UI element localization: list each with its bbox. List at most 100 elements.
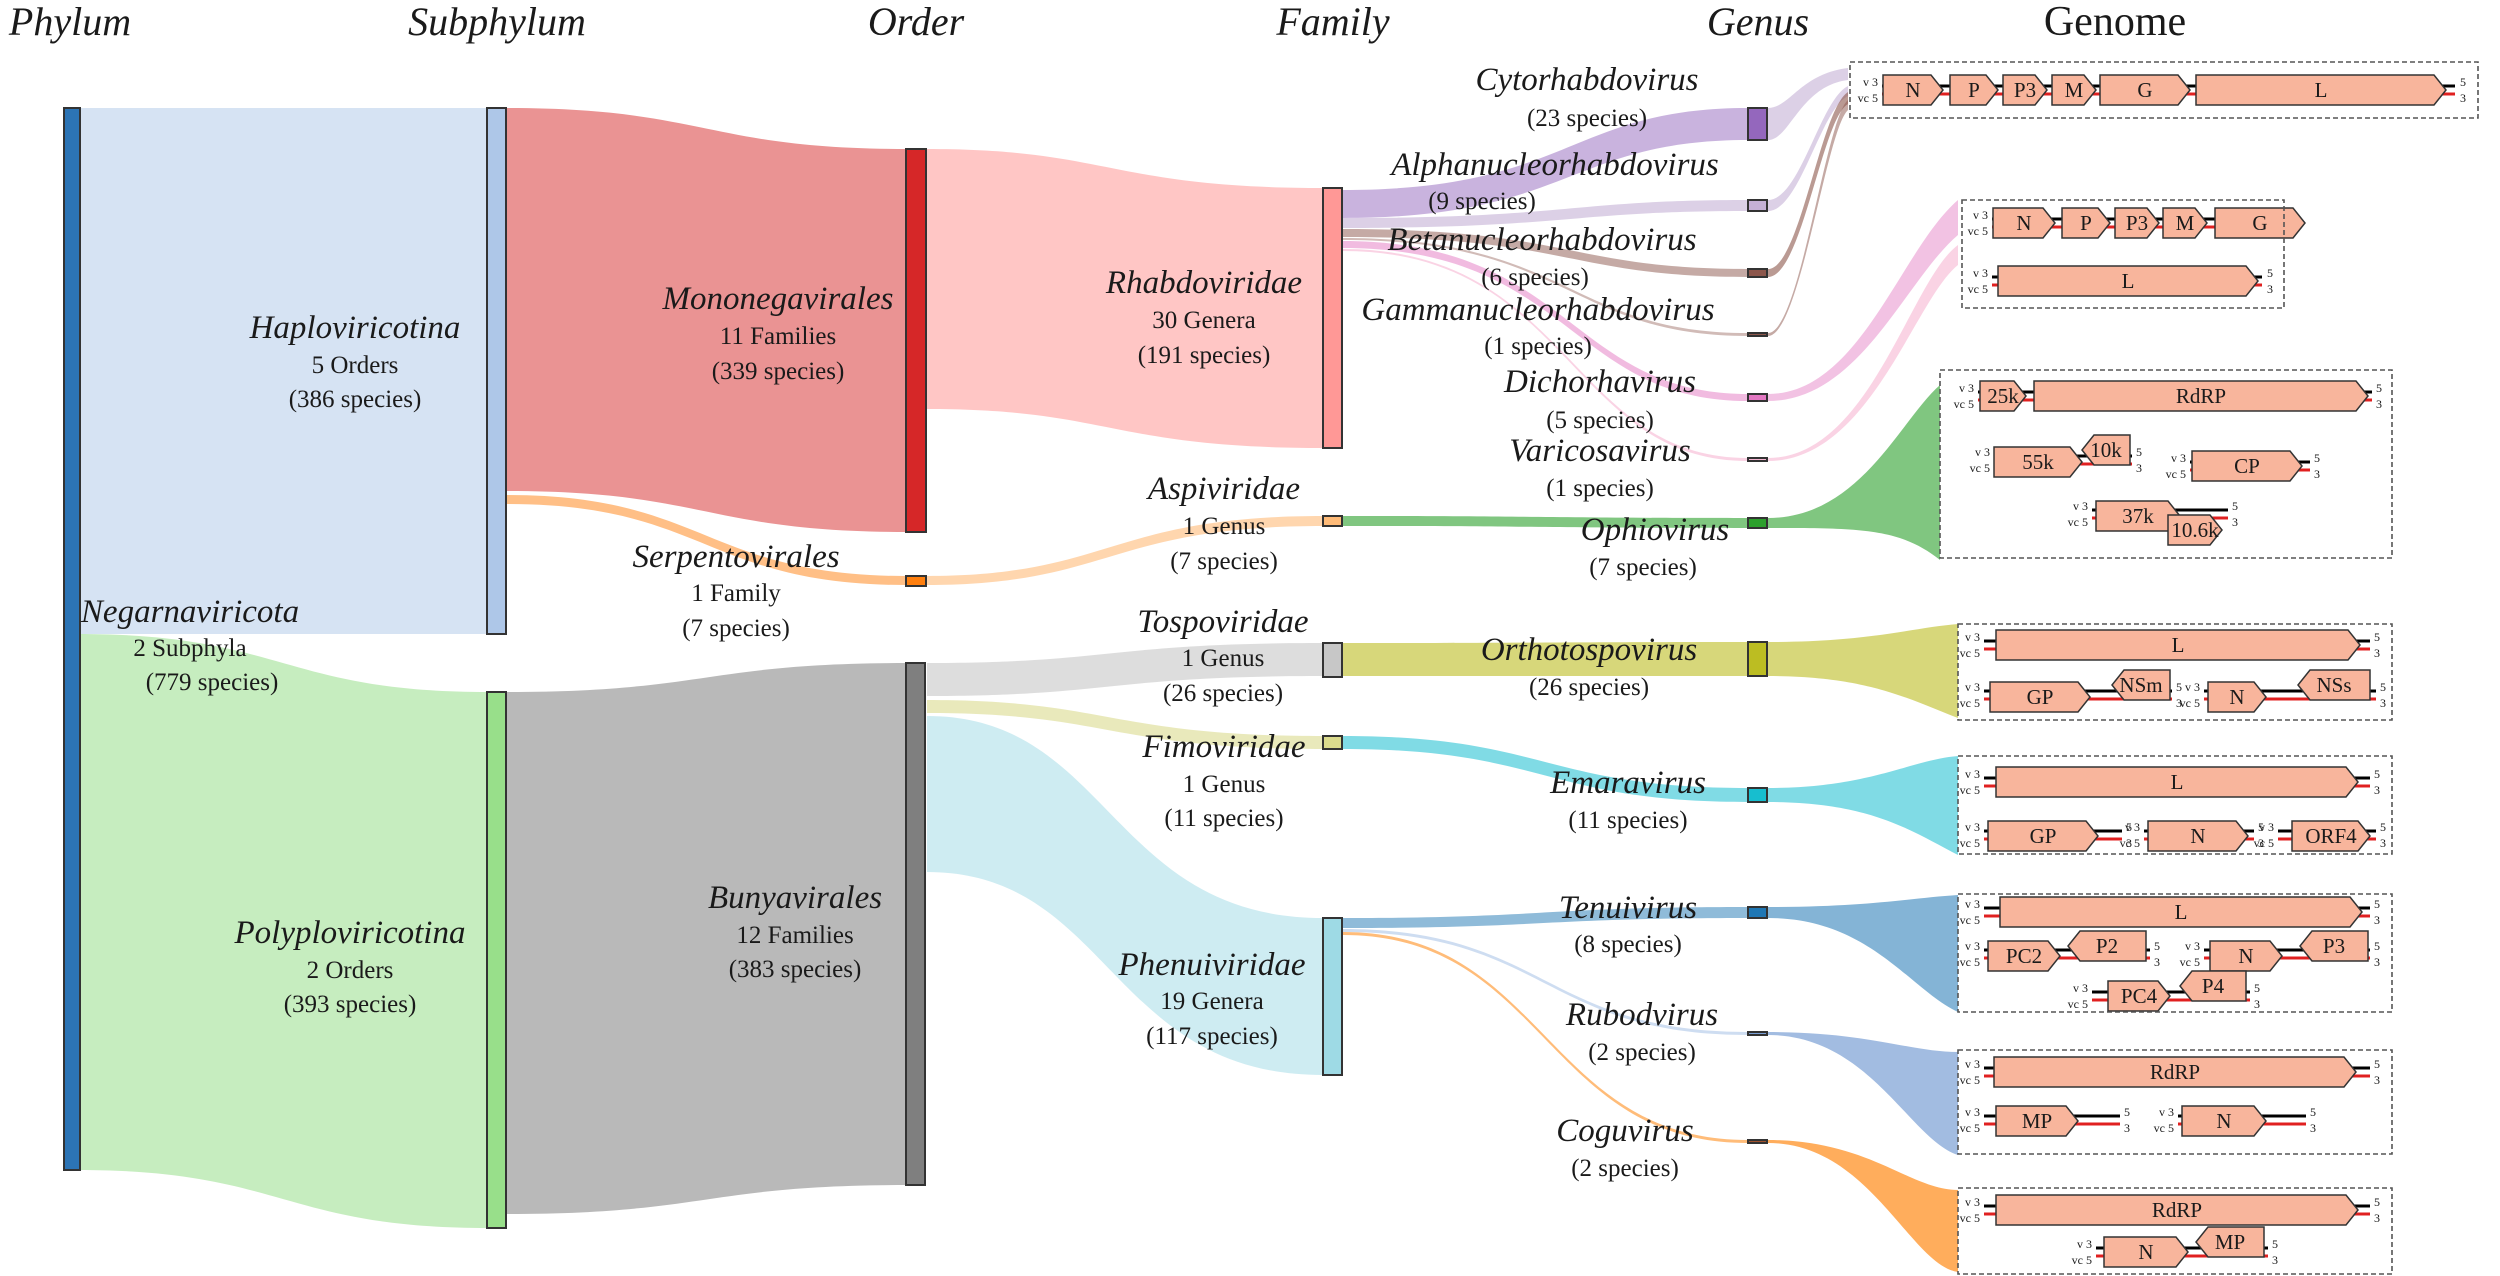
node-labels: Negarnaviricota 2 Subphyla (779 species)…: [80, 62, 1729, 1182]
bar-bunyavirales: [905, 662, 926, 1186]
bar-dichorhavirus: [1747, 393, 1768, 402]
orf-arrow: [2061, 207, 2111, 239]
label-tospoviridae: Tospoviridae 1 Genus (26 species): [1137, 604, 1308, 707]
link-tospo-orthotospovirus: [1343, 642, 1748, 676]
terminal-label: v 3: [2073, 499, 2088, 513]
orf-label: P: [1968, 78, 1980, 102]
bar-rhabdoviridae: [1322, 187, 1343, 449]
svg-text:Tospoviridae: Tospoviridae: [1137, 604, 1308, 640]
svg-text:(2 species): (2 species): [1571, 1155, 1679, 1182]
terminal-label: v 3: [1973, 266, 1988, 280]
orf-label: G: [2137, 78, 2152, 102]
orf-arrow: [2195, 1226, 2265, 1258]
terminal-label: 5: [2232, 499, 2238, 513]
svg-text:1 Genus: 1 Genus: [1182, 645, 1265, 672]
orf-label: 55k: [2022, 450, 2054, 474]
orf-label: RdRP: [2176, 384, 2226, 408]
terminal-label: 3: [2232, 515, 2238, 529]
orf-label: L: [2122, 269, 2135, 293]
svg-text:Aspiviridae: Aspiviridae: [1146, 471, 1300, 507]
label-cytorhabdovirus: Cytorhabdovirus (23 species): [1475, 62, 1698, 132]
genome-frame-5: [1957, 755, 2393, 855]
orf-label: L: [2171, 770, 2184, 794]
label-serpentovirales: Serpentovirales 1 Family (7 species): [632, 539, 839, 642]
genome-frame-4: [1957, 623, 2393, 721]
orf-label: N: [2016, 211, 2031, 235]
orf-label: 10k: [2090, 438, 2122, 462]
terminal-label: v 3: [2125, 820, 2140, 834]
terminal-label: vc 5: [1960, 1073, 1980, 1087]
terminal-label: 5: [2380, 820, 2386, 834]
terminal-label: 3: [2126, 836, 2132, 850]
terminal-label: vc 5: [1960, 696, 1980, 710]
svg-text:Betanucleorhabdovirus: Betanucleorhabdovirus: [1387, 222, 1696, 258]
svg-text:(383 species): (383 species): [729, 956, 862, 983]
terminal-label: 3: [2258, 836, 2264, 850]
terminal-label: vc 5: [2120, 836, 2140, 850]
orf-arrow: [1997, 265, 2259, 297]
genome-frame-2: [1961, 199, 2285, 309]
orf-arrow: [2081, 434, 2131, 466]
orf-arrow: [2181, 1105, 2267, 1137]
orf-arrow: [2099, 74, 2191, 106]
terminal-label: v 3: [2259, 820, 2274, 834]
svg-text:Mononegavirales: Mononegavirales: [662, 281, 894, 317]
svg-text:Gammanucleorhabdovirus: Gammanucleorhabdovirus: [1361, 292, 1714, 328]
bar-betanucleorhabdovirus: [1747, 268, 1768, 278]
svg-text:5 Orders: 5 Orders: [312, 352, 399, 379]
svg-text:11 Families: 11 Families: [720, 323, 836, 350]
terminal-label: vc 5: [1960, 913, 1980, 927]
terminal-label: 5: [2254, 981, 2260, 995]
bar-gammanucleorhabdovirus: [1747, 332, 1768, 337]
bar-alphanucleorhabdovirus: [1747, 199, 1768, 212]
label-ophiovirus: Ophiovirus (7 species): [1581, 512, 1730, 581]
label-phenuiviridae: Phenuiviridae 19 Genera (117 species): [1118, 947, 1306, 1050]
link-rhabdo-betanucleo: [1343, 229, 1748, 277]
terminal-label: 5: [2374, 1057, 2380, 1071]
link-rhabdo-cytorhabdovirus: [1343, 108, 1748, 218]
svg-text:(393 species): (393 species): [284, 991, 417, 1018]
label-rubodvirus: Rubodvirus (2 species): [1565, 997, 1718, 1066]
orf-label: N: [1905, 78, 1920, 102]
bar-haploviricotina: [486, 107, 507, 635]
orf-label: L: [2175, 900, 2188, 924]
terminal-label: v 3: [2159, 1105, 2174, 1119]
terminal-label: vc 5: [1960, 783, 1980, 797]
terminal-label: 5: [2376, 381, 2382, 395]
svg-text:1 Genus: 1 Genus: [1183, 771, 1266, 798]
link-haplo-serpentovirales: [507, 495, 906, 585]
link-ophio-genome: [1768, 385, 1940, 560]
label-betanucleorhabdovirus: Betanucleorhabdovirus (6 species): [1387, 222, 1696, 291]
svg-text:(1 species): (1 species): [1484, 333, 1592, 360]
orf-arrow: [1995, 1105, 2079, 1137]
svg-text:Emaravirus: Emaravirus: [1549, 765, 1706, 801]
terminal-label: v 3: [1965, 897, 1980, 911]
svg-text:Dichorhavirus: Dichorhavirus: [1503, 364, 1696, 400]
terminal-label: 5: [2272, 1237, 2278, 1251]
bar-tenuivirus: [1747, 906, 1768, 919]
orf-arrow: [1987, 940, 2061, 972]
terminal-label: 5: [2374, 767, 2380, 781]
label-mononegavirales: Mononegavirales 11 Families (339 species…: [662, 281, 894, 385]
svg-text:(11 species): (11 species): [1164, 805, 1283, 832]
column-headers: Phylum Subphylum Order Family Genus Geno…: [8, 0, 2186, 45]
link-beta-genome: [1768, 92, 1848, 277]
terminal-label: v 3: [1863, 75, 1878, 89]
terminal-label: 3: [2374, 913, 2380, 927]
svg-text:(386 species): (386 species): [289, 386, 422, 413]
svg-text:Varicosavirus: Varicosavirus: [1509, 433, 1691, 469]
svg-text:Rubodvirus: Rubodvirus: [1565, 997, 1718, 1033]
orf-arrow: [2209, 940, 2283, 972]
label-fimoviridae: Fimoviridae 1 Genus (11 species): [1141, 729, 1305, 832]
terminal-label: 3: [2374, 1073, 2380, 1087]
label-dichorhavirus: Dichorhavirus (5 species): [1503, 364, 1696, 434]
terminal-label: 5: [2374, 939, 2380, 953]
terminal-label: v 3: [1965, 1195, 1980, 1209]
terminal-label: vc 5: [1968, 224, 1988, 238]
orf-arrow: [2067, 930, 2147, 962]
orf-arrow: [2107, 980, 2171, 1012]
